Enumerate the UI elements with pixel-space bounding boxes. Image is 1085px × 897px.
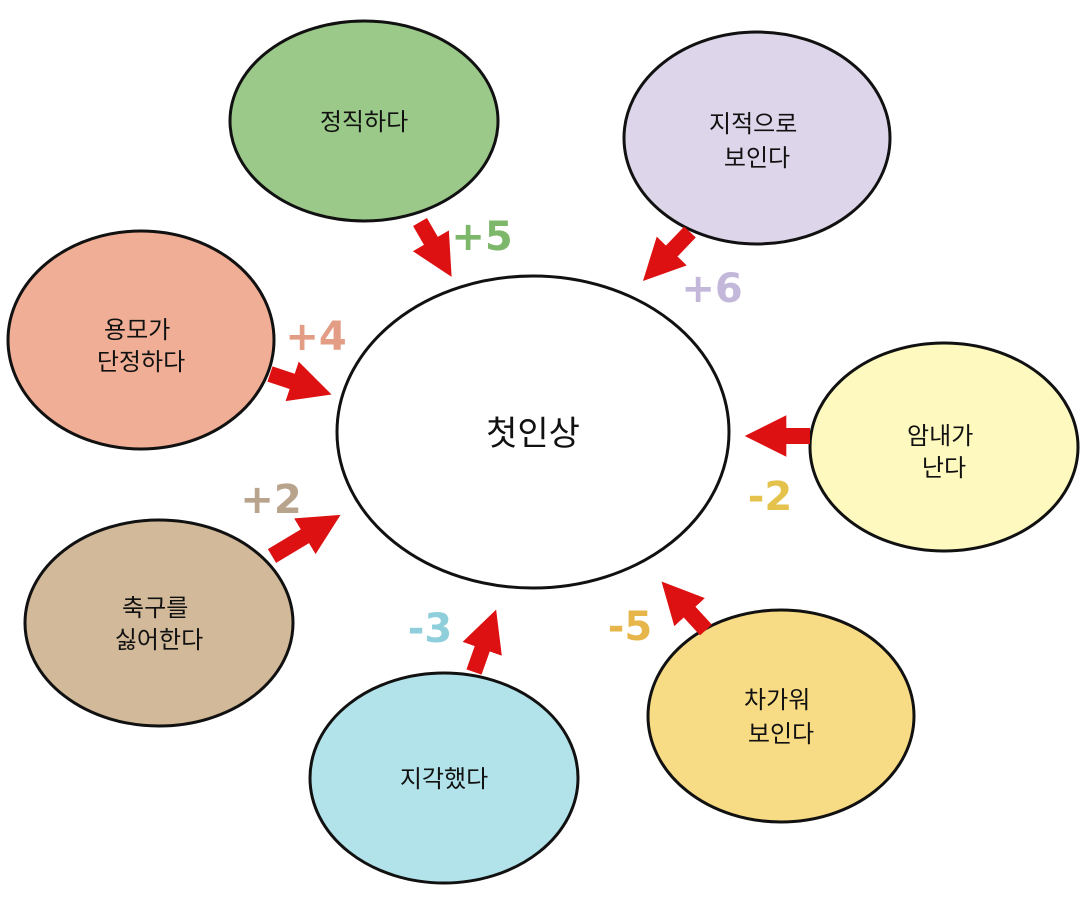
factor-label-line: 보인다	[724, 144, 790, 172]
center-ellipse	[335, 274, 731, 590]
factor-label: 용모가 단정하다	[97, 316, 185, 376]
factor-label-line: 보인다	[748, 720, 814, 748]
factor-label: 암내가 난다	[907, 422, 981, 482]
factor-node-late: 지각했다	[308, 671, 580, 885]
center-node: 첫인상	[335, 274, 731, 590]
factor-ellipse	[23, 518, 295, 728]
score-cold: -5	[608, 604, 652, 650]
factor-label: 지적으로 보인다	[709, 110, 805, 172]
factor-label-line: 축구를	[122, 594, 188, 622]
factor-node-cold: 차가워 보인다	[646, 608, 916, 824]
arrow-honest	[412, 218, 452, 277]
factor-label-line: 단정하다	[97, 348, 185, 376]
factor-label-line: 정직하다	[320, 108, 408, 136]
score-soccer: +2	[240, 477, 301, 523]
factor-label-line: 싫어한다	[115, 626, 203, 654]
factor-label: 정직하다	[320, 108, 408, 136]
score-smart: +6	[681, 266, 742, 312]
factor-ellipse	[6, 229, 276, 451]
factor-label: 축구를 싫어한다	[115, 594, 203, 654]
factor-node-soccer: 축구를 싫어한다	[23, 518, 295, 728]
factor-ellipse	[228, 19, 500, 223]
score-smell: -2	[748, 474, 792, 520]
factor-label-line: 차가워	[744, 686, 810, 714]
factor-ellipse	[808, 341, 1080, 553]
factor-ellipse	[622, 30, 892, 246]
arrow-neat	[267, 361, 332, 402]
arrow-soccer	[267, 514, 341, 563]
arrow-smart	[642, 226, 696, 282]
factor-node-neat: 용모가 단정하다	[6, 229, 276, 451]
factor-node-smell: 암내가 난다	[808, 341, 1080, 553]
score-neat: +4	[285, 314, 346, 360]
factor-ellipse	[646, 608, 916, 824]
center-label: 첫인상	[486, 414, 580, 454]
factor-label-line: 용모가	[104, 316, 170, 344]
factor-label-line: 난다	[922, 454, 966, 482]
factor-node-smart: 지적으로 보인다	[622, 30, 892, 246]
arrow-late	[462, 609, 502, 675]
score-late: -3	[408, 606, 452, 652]
factor-label-line: 암내가	[907, 422, 973, 450]
factor-label-line: 지적으로	[709, 110, 797, 138]
arrow-cold	[661, 581, 712, 636]
factor-node-honest: 정직하다	[228, 19, 500, 223]
factor-ellipse	[308, 671, 580, 885]
factor-label: 차가워 보인다	[744, 686, 818, 748]
factor-label-line: 지각했다	[400, 765, 488, 793]
score-honest: +5	[451, 214, 512, 260]
factor-label: 지각했다	[400, 765, 488, 793]
